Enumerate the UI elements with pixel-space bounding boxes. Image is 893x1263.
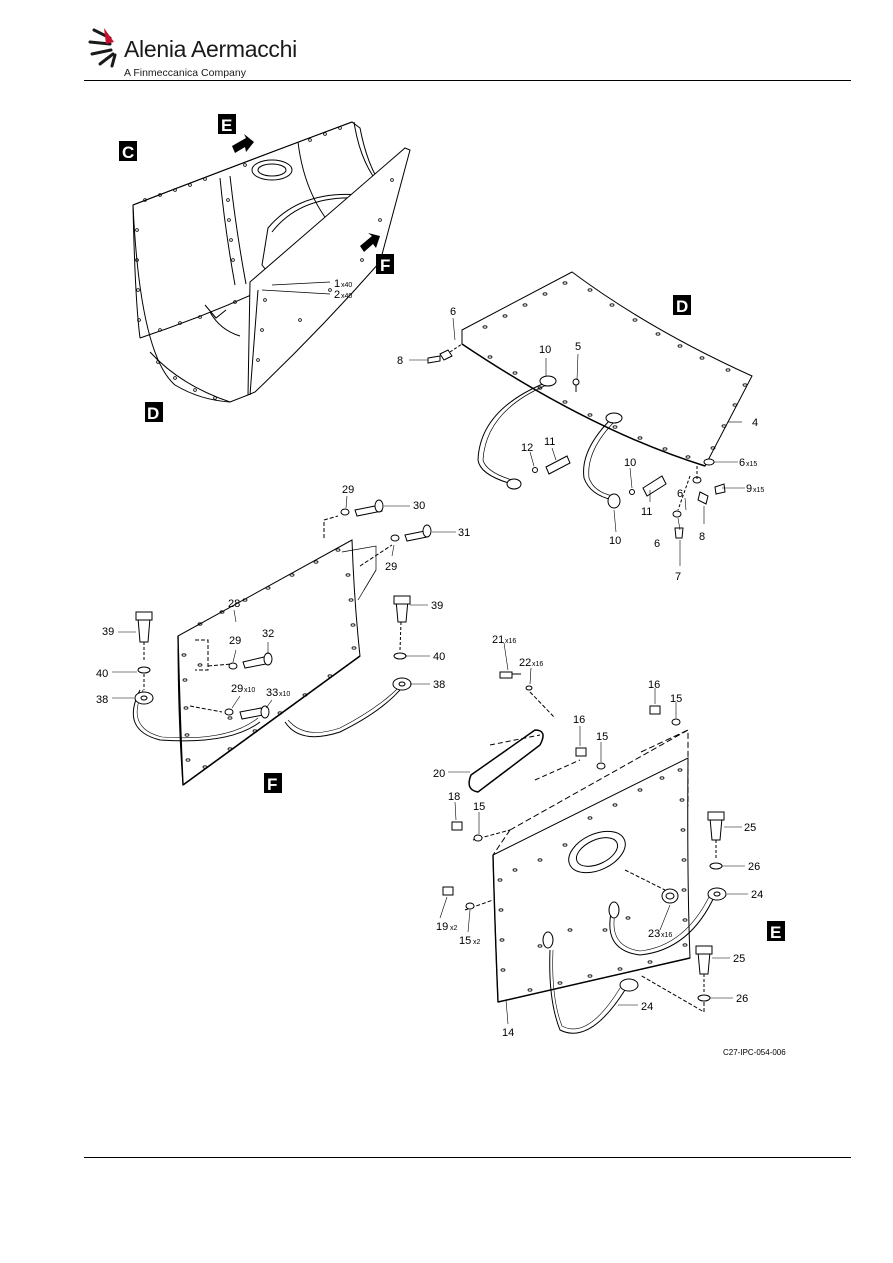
- view-label-e-top: E: [218, 114, 236, 135]
- view-label-d-bottom: D: [145, 402, 163, 423]
- svg-text:x2: x2: [450, 925, 458, 932]
- view-e-callouts: 21 x16 22 x16 16 15 16 15 20 18 15 25 26…: [433, 634, 763, 1039]
- svg-text:x40: x40: [341, 293, 352, 300]
- svg-text:x15: x15: [746, 461, 757, 468]
- figure-reference: C27-IPC-054-006: [723, 1048, 786, 1057]
- svg-text:9: 9: [746, 483, 752, 495]
- svg-text:26: 26: [748, 861, 760, 873]
- svg-text:40: 40: [96, 668, 108, 680]
- svg-text:x10: x10: [279, 691, 290, 698]
- svg-text:39: 39: [102, 626, 114, 638]
- svg-text:15: 15: [473, 801, 485, 813]
- view-f-callouts: 28 29 30 31 29 39 39 29 32 40 40 38 29 x…: [96, 484, 470, 706]
- svg-text:33: 33: [266, 687, 278, 699]
- view-e-panel-assembly: [439, 642, 748, 1034]
- svg-text:29: 29: [231, 683, 243, 695]
- svg-text:10: 10: [539, 344, 551, 356]
- svg-text:25: 25: [733, 953, 745, 965]
- svg-text:E: E: [221, 116, 232, 135]
- svg-text:x10: x10: [244, 687, 255, 694]
- svg-text:38: 38: [96, 694, 108, 706]
- view-label-f-top: F: [376, 254, 394, 275]
- svg-text:23: 23: [648, 928, 660, 940]
- view-label-e-bottom: E: [767, 921, 785, 942]
- view-label-c: C: [119, 141, 137, 162]
- svg-text:20: 20: [433, 768, 445, 780]
- svg-text:29: 29: [229, 635, 241, 647]
- callout-c-1: 1 x40 2 x40: [334, 278, 352, 301]
- svg-text:E: E: [770, 923, 781, 942]
- svg-text:19: 19: [436, 921, 448, 933]
- svg-text:24: 24: [751, 889, 763, 901]
- view-f-panel-assembly: [112, 495, 456, 786]
- svg-text:7: 7: [675, 571, 681, 583]
- view-c-arrow-f: [360, 233, 380, 252]
- svg-text:C: C: [122, 143, 134, 162]
- view-label-d-top: D: [673, 295, 691, 316]
- view-d-callouts: 6 8 10 5 4 12 11 10 6 x15 6 9 x15 11 8 1…: [397, 306, 764, 583]
- view-label-f-bottom: F: [264, 773, 282, 794]
- svg-text:D: D: [676, 297, 688, 316]
- svg-text:38: 38: [433, 679, 445, 691]
- svg-text:29: 29: [385, 561, 397, 573]
- svg-text:21: 21: [492, 634, 504, 646]
- svg-text:22: 22: [519, 657, 531, 669]
- svg-text:5: 5: [575, 341, 581, 353]
- svg-text:18: 18: [448, 791, 460, 803]
- svg-text:4: 4: [752, 417, 758, 429]
- svg-text:25: 25: [744, 822, 756, 834]
- svg-text:24: 24: [641, 1001, 653, 1013]
- company-name: Alenia Aermacchi: [124, 36, 297, 62]
- svg-text:x40: x40: [341, 282, 352, 289]
- svg-text:39: 39: [431, 600, 443, 612]
- svg-text:16: 16: [573, 714, 585, 726]
- svg-text:40: 40: [433, 651, 445, 663]
- svg-text:31: 31: [458, 527, 470, 539]
- svg-text:F: F: [267, 775, 277, 794]
- svg-text:11: 11: [544, 436, 555, 448]
- svg-text:32: 32: [262, 628, 274, 640]
- view-d-panel-assembly: [409, 271, 753, 566]
- svg-text:6: 6: [450, 306, 456, 318]
- footer-rule: [84, 1157, 851, 1158]
- svg-text:14: 14: [502, 1027, 514, 1039]
- svg-text:15: 15: [670, 693, 682, 705]
- svg-text:30: 30: [413, 500, 425, 512]
- svg-text:10: 10: [624, 457, 636, 469]
- svg-text:6: 6: [654, 538, 660, 550]
- svg-text:11: 11: [641, 506, 652, 518]
- svg-text:D: D: [147, 404, 159, 423]
- svg-text:6: 6: [739, 457, 745, 469]
- svg-text:F: F: [380, 256, 390, 275]
- svg-text:6: 6: [677, 488, 683, 500]
- svg-text:28: 28: [228, 598, 240, 610]
- page-header: Alenia Aermacchi A Finmeccanica Company: [0, 0, 893, 84]
- svg-text:8: 8: [397, 355, 403, 367]
- svg-text:2: 2: [334, 289, 340, 301]
- svg-text:26: 26: [736, 993, 748, 1005]
- svg-text:10: 10: [609, 535, 621, 547]
- svg-text:x16: x16: [532, 661, 543, 668]
- svg-text:x16: x16: [505, 638, 516, 645]
- svg-text:15: 15: [459, 935, 471, 947]
- svg-text:1: 1: [334, 278, 340, 290]
- svg-text:8: 8: [699, 531, 705, 543]
- header-rule: [84, 80, 851, 81]
- svg-text:x15: x15: [753, 487, 764, 494]
- company-tagline: A Finmeccanica Company: [124, 67, 246, 79]
- svg-text:12: 12: [521, 442, 533, 454]
- svg-text:15: 15: [596, 731, 608, 743]
- svg-text:29: 29: [342, 484, 354, 496]
- svg-text:x16: x16: [661, 932, 672, 939]
- view-c-fuselage-assembly: [132, 121, 411, 403]
- alenia-logo-icon: [88, 28, 117, 68]
- svg-text:x2: x2: [473, 939, 481, 946]
- svg-text:16: 16: [648, 679, 660, 691]
- view-c-arrow-e: [232, 134, 254, 153]
